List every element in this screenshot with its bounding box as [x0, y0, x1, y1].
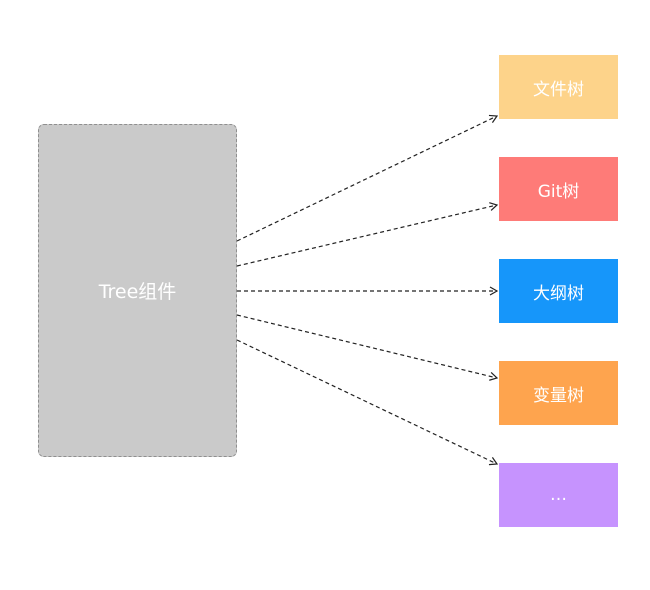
tree-component-node: Tree组件 — [38, 124, 237, 457]
file-tree-label: 文件树 — [533, 79, 584, 100]
edge-to-git-tree — [236, 202, 499, 267]
tree-component-label: Tree组件 — [98, 281, 177, 303]
outline-tree-node: 大纲树 — [499, 259, 618, 323]
more-label: … — [550, 485, 567, 505]
more-node: … — [499, 463, 618, 527]
git-tree-label: Git树 — [537, 181, 580, 202]
file-tree-node: 文件树 — [499, 55, 618, 119]
variable-tree-node: 变量树 — [499, 361, 618, 425]
edge-to-more — [236, 339, 499, 466]
variable-tree-label: 变量树 — [533, 385, 584, 406]
outline-tree-label: 大纲树 — [533, 283, 584, 304]
edge-to-file-tree — [236, 114, 499, 242]
git-tree-node: Git树 — [499, 157, 618, 221]
edge-to-variable-tree — [236, 314, 499, 381]
